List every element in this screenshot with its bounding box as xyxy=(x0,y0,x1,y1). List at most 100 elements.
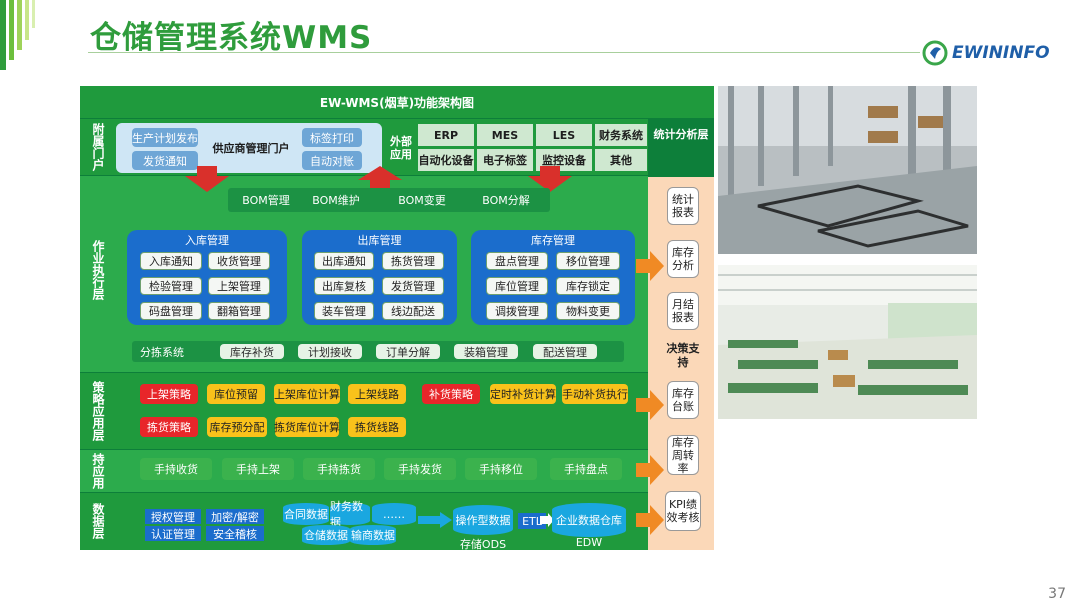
logo-text: EWININFO xyxy=(952,43,1050,63)
relocation-manage[interactable]: 移位管理 xyxy=(556,252,620,270)
outbound-recheck[interactable]: 出库复核 xyxy=(314,277,374,295)
handheld-pick[interactable]: 手持拣货 xyxy=(303,458,375,480)
bom-decompose[interactable]: BOM分解 xyxy=(482,194,530,207)
decision-kpi[interactable]: KPI绩效考核 xyxy=(665,491,701,531)
strategy-pre-allocate[interactable]: 库存预分配 xyxy=(207,417,267,437)
strategy-picking-route[interactable]: 拣货线路 xyxy=(348,417,406,437)
strategy-pick-location-calc[interactable]: 拣货库位计算 xyxy=(274,417,340,437)
source-more: …… xyxy=(372,503,416,525)
external-app-label: 外部应用 xyxy=(390,135,412,161)
stocktake-manage[interactable]: 盘点管理 xyxy=(486,252,548,270)
arrow-to-ods xyxy=(418,512,452,528)
location-manage[interactable]: 库位管理 xyxy=(486,277,548,295)
security-encrypt[interactable]: 加密/解密 xyxy=(206,509,264,524)
arrow-to-edw xyxy=(540,513,554,527)
row-label-portal: 附属门户 xyxy=(91,123,105,171)
down-arrow-left xyxy=(185,166,229,192)
row-label-data: 数据层 xyxy=(91,503,105,539)
etl-process: ETL xyxy=(518,513,546,529)
shelving-manage[interactable]: 上架管理 xyxy=(208,277,270,295)
bom-maintain[interactable]: BOM维护 xyxy=(312,194,360,207)
ext-automation[interactable]: 自动化设备 xyxy=(418,149,474,171)
portal-item-auto-reconcile[interactable]: 自动对账 xyxy=(302,151,362,170)
company-logo: EWININFO xyxy=(922,38,1062,68)
handheld-ship[interactable]: 手持发货 xyxy=(384,458,456,480)
strategy-manual-replenish[interactable]: 手动补货执行 xyxy=(562,384,628,404)
orange-arrow-handheld xyxy=(636,455,664,485)
sorting-plan-receive[interactable]: 计划接收 xyxy=(298,344,362,359)
security-audit[interactable]: 安全稽核 xyxy=(206,526,264,541)
inbound-notice[interactable]: 入库通知 xyxy=(140,252,202,270)
edw-store: 企业数据仓库 xyxy=(552,503,626,537)
decision-support-label: 决策支持 xyxy=(666,342,700,369)
sorting-order-split[interactable]: 订单分解 xyxy=(376,344,440,359)
handheld-shelve[interactable]: 手持上架 xyxy=(222,458,294,480)
row-label-operation: 作业执行层 xyxy=(91,240,105,300)
edw-label: EDW xyxy=(575,536,603,549)
source-contract-data: 合同数据 xyxy=(283,503,329,525)
line-side-delivery[interactable]: 线边配送 xyxy=(382,302,444,320)
decision-column xyxy=(648,177,714,550)
ext-les[interactable]: LES xyxy=(536,124,592,146)
orange-arrow-data xyxy=(636,505,664,535)
security-auth[interactable]: 授权管理 xyxy=(145,509,201,524)
decision-monthly-report[interactable]: 月结报表 xyxy=(667,292,699,330)
palletizing-manage[interactable]: 码盘管理 xyxy=(140,302,202,320)
decision-turnover-rate[interactable]: 库存周转率 xyxy=(667,435,699,475)
handheld-receive[interactable]: 手持收货 xyxy=(140,458,212,480)
warehouse-photo-shelves xyxy=(718,86,977,254)
decision-inventory-ledger[interactable]: 库存台账 xyxy=(667,381,699,419)
stats-layer-label: 统计分析层 xyxy=(653,128,709,141)
ext-mes[interactable]: MES xyxy=(477,124,533,146)
inspection-manage[interactable]: 检验管理 xyxy=(140,277,202,295)
portal-item-plan-publish[interactable]: 生产计划发布 xyxy=(132,128,198,147)
receiving-manage[interactable]: 收货管理 xyxy=(208,252,270,270)
bom-manage[interactable]: BOM管理 xyxy=(242,194,290,207)
portal-item-shipping-notice[interactable]: 发货通知 xyxy=(132,151,198,170)
ods-store: 操作型数据 xyxy=(453,505,513,535)
bom-change[interactable]: BOM变更 xyxy=(398,194,446,207)
handheld-stocktake[interactable]: 手持盘点 xyxy=(550,458,622,480)
ext-monitor[interactable]: 监控设备 xyxy=(536,149,592,171)
group-title-inventory: 库存管理 xyxy=(531,234,575,247)
strategy-shelving[interactable]: 上架策略 xyxy=(140,384,198,404)
box-turn-manage[interactable]: 翻箱管理 xyxy=(208,302,270,320)
decision-inventory-analysis[interactable]: 库存分析 xyxy=(667,240,699,278)
inventory-lock[interactable]: 库存锁定 xyxy=(556,277,620,295)
material-change[interactable]: 物料变更 xyxy=(556,302,620,320)
decision-stat-report[interactable]: 统计报表 xyxy=(667,187,699,225)
handheld-relocate[interactable]: 手持移位 xyxy=(465,458,537,480)
strategy-shelf-location-calc[interactable]: 上架库位计算 xyxy=(274,384,340,404)
corner-stripes-decoration xyxy=(0,0,35,70)
picking-manage[interactable]: 拣货管理 xyxy=(382,252,444,270)
title-divider xyxy=(88,52,920,53)
outbound-notice[interactable]: 出库通知 xyxy=(314,252,374,270)
strategy-location-reserve[interactable]: 库位预留 xyxy=(207,384,265,404)
loading-manage[interactable]: 装车管理 xyxy=(314,302,374,320)
row-label-strategy: 策略应用层 xyxy=(91,381,105,441)
ext-erp[interactable]: ERP xyxy=(418,124,474,146)
strategy-shelving-route[interactable]: 上架线路 xyxy=(348,384,406,404)
sorting-packing[interactable]: 装箱管理 xyxy=(454,344,518,359)
security-verify[interactable]: 认证管理 xyxy=(145,526,201,541)
strategy-replenish[interactable]: 补货策略 xyxy=(422,384,480,404)
group-title-outbound: 出库管理 xyxy=(357,234,402,247)
ext-finance[interactable]: 财务系统 xyxy=(595,124,647,146)
transfer-manage[interactable]: 调拨管理 xyxy=(486,302,548,320)
ext-e-label[interactable]: 电子标签 xyxy=(477,149,533,171)
portal-center-label: 供应商管理门户 xyxy=(212,142,290,155)
ext-other[interactable]: 其他 xyxy=(595,149,647,171)
sorting-replenish[interactable]: 库存补货 xyxy=(220,344,284,359)
ods-label: 存储ODS xyxy=(459,538,507,551)
orange-arrow-operation xyxy=(636,251,664,281)
portal-item-label-print[interactable]: 标签打印 xyxy=(302,128,362,147)
source-warehouse-data: 仓储数据 xyxy=(302,525,350,545)
sorting-delivery[interactable]: 配送管理 xyxy=(533,344,597,359)
strategy-timed-replenish[interactable]: 定时补货计算 xyxy=(490,384,556,404)
strategy-picking[interactable]: 拣货策略 xyxy=(140,417,198,437)
logo-icon xyxy=(922,40,948,66)
orange-arrow-strategy xyxy=(636,390,664,420)
diagram-heading: EW-WMS(烟草)功能架构图 xyxy=(80,86,714,118)
shipping-manage[interactable]: 发货管理 xyxy=(382,277,444,295)
page-number: 37 xyxy=(1048,586,1066,602)
